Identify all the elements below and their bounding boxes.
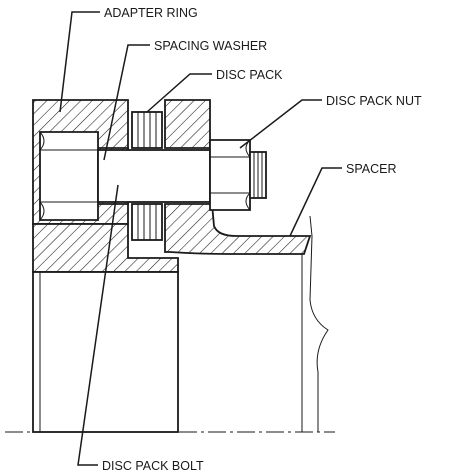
- spacer-tube: [309, 215, 329, 432]
- label-disc-pack-bolt: DISC PACK BOLT: [102, 459, 204, 473]
- label-spacing-washer: SPACING WASHER: [154, 39, 267, 53]
- hub-body: [32, 271, 179, 433]
- leader-disc-pack: [146, 73, 212, 113]
- leader-spacing-washer: [103, 44, 150, 161]
- leader-disc-pack-bolt: [77, 184, 119, 466]
- bolt-head: [39, 131, 99, 221]
- flange-section: [164, 99, 211, 149]
- leader-disc-pack-nut: [239, 99, 322, 149]
- leader-spacer: [289, 167, 342, 237]
- label-disc-pack-nut: DISC PACK NUT: [326, 94, 422, 108]
- bolt-shank: [97, 149, 211, 203]
- leader-adapter-ring: [59, 11, 100, 113]
- flange-lower-section: [164, 203, 312, 255]
- disc-pack-nut: [209, 139, 267, 211]
- label-adapter-ring: ADAPTER RING: [104, 6, 198, 20]
- label-spacer: SPACER: [346, 162, 396, 176]
- label-disc-pack: DISC PACK: [216, 68, 283, 82]
